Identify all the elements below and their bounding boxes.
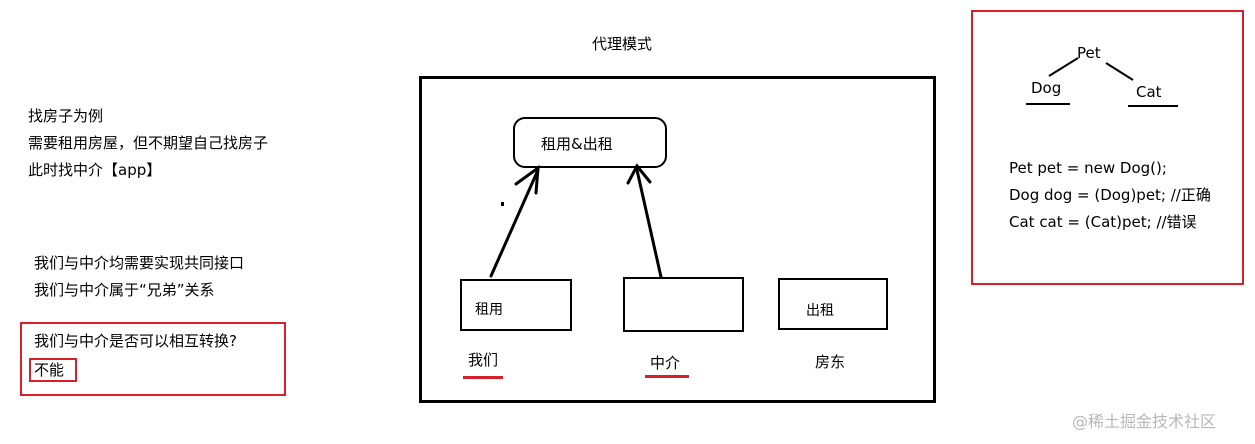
landlord-box-label: 出租 — [806, 303, 834, 319]
note-line-3: 此时找中介【app】 — [28, 161, 162, 179]
code-line-1: Pet pet = new Dog(); — [1009, 159, 1167, 177]
watermark: @稀土掘金技术社区 — [1072, 412, 1217, 431]
code-line-2: Dog dog = (Dog)pet; //正确 — [1009, 186, 1211, 204]
class-dog: Dog — [1031, 79, 1062, 97]
code-line-3: Cat cat = (Cat)pet; //错误 — [1009, 213, 1197, 231]
underline-agent — [645, 375, 689, 378]
label-agent: 中介 — [650, 354, 681, 372]
answer-text: 不能 — [34, 361, 65, 379]
diagram-title: 代理模式 — [592, 35, 653, 53]
underline-us — [463, 376, 503, 379]
interface-note-1: 我们与中介均需要实现共同接口 — [34, 254, 245, 272]
label-us: 我们 — [468, 351, 499, 369]
class-cat: Cat — [1136, 83, 1162, 101]
tree-line-cat — [1105, 62, 1134, 81]
question-box — [20, 322, 286, 396]
inheritance-box — [971, 10, 1244, 285]
tree-line-dog — [1048, 57, 1079, 77]
renter-box-label: 租用 — [475, 302, 503, 318]
arrow-agent-to-interface — [626, 163, 663, 279]
diagram-frame — [419, 76, 936, 403]
landlord-box — [778, 278, 888, 330]
interface-note-2: 我们与中介属于“兄弟”关系 — [34, 281, 215, 299]
label-landlord: 房东 — [815, 353, 846, 371]
interface-box — [513, 117, 667, 168]
class-pet: Pet — [1077, 44, 1101, 62]
renter-box — [460, 279, 572, 331]
stray-dot — [501, 202, 504, 206]
agent-box — [623, 277, 744, 332]
note-line-1: 找房子为例 — [28, 107, 104, 125]
interface-box-label: 租用&出租 — [541, 135, 613, 153]
arrow-renter-to-interface — [489, 164, 540, 278]
note-line-2: 需要租用房屋，但不期望自己找房子 — [28, 134, 269, 152]
answer-box — [29, 358, 77, 382]
question-text: 我们与中介是否可以相互转换? — [34, 332, 237, 350]
